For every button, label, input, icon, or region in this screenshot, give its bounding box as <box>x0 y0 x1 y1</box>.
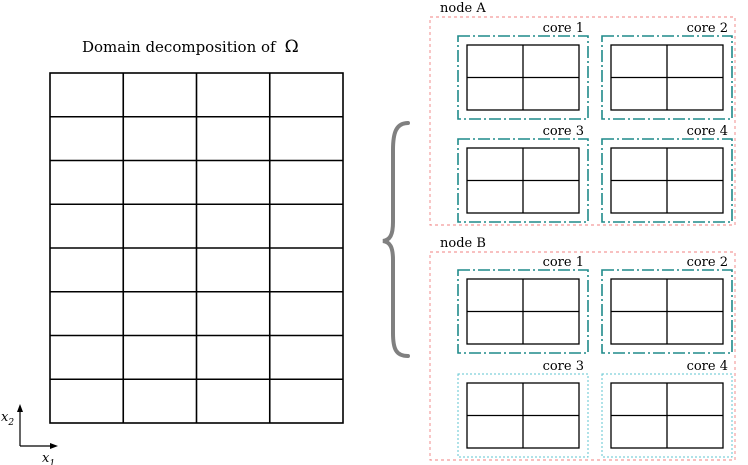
node-a: node A core 1 core 2 core 3 core 4 <box>429 1 736 226</box>
domain-grid <box>49 72 344 424</box>
omega-symbol: Ω <box>285 37 299 57</box>
node-boundary <box>429 251 736 461</box>
core-2: core 2 <box>601 21 733 120</box>
core-4: core 4 <box>601 124 733 223</box>
x1-axis-label: x1 <box>42 451 55 465</box>
core-boundary <box>601 35 733 120</box>
core-boundary <box>601 373 733 458</box>
node-boundary <box>429 16 736 226</box>
core-boundary <box>457 269 589 354</box>
core-4: core 4 <box>601 359 733 458</box>
core-label: core 3 <box>543 359 584 374</box>
core-label: core 1 <box>543 255 584 270</box>
core-label: core 2 <box>687 21 728 36</box>
core-boundary <box>457 138 589 223</box>
core-label: core 1 <box>543 21 584 36</box>
core-boundary <box>601 138 733 223</box>
core-1: core 1 <box>457 255 589 354</box>
core-boundary <box>457 35 589 120</box>
axes-indicator: x2 x1 <box>1 404 58 465</box>
curly-brace <box>382 121 410 358</box>
core-1: core 1 <box>457 21 589 120</box>
core-label: core 3 <box>543 124 584 139</box>
core-3: core 3 <box>457 124 589 223</box>
node-label: node B <box>440 236 486 251</box>
core-boundary <box>457 373 589 458</box>
node-label: node A <box>440 1 486 16</box>
x1-arrowhead-icon <box>50 443 58 449</box>
nodes-panel: node A core 1 core 2 core 3 core 4 node B core… <box>429 1 736 461</box>
core-label: core 2 <box>687 255 728 270</box>
core-2: core 2 <box>601 255 733 354</box>
node-b: node B core 1 core 2 core 3 core 4 <box>429 236 736 461</box>
core-3: core 3 <box>457 359 589 458</box>
core-label: core 4 <box>687 124 728 139</box>
core-label: core 4 <box>687 359 728 374</box>
x2-axis-label: x2 <box>1 410 14 428</box>
core-boundary <box>601 269 733 354</box>
x2-arrowhead-icon <box>17 404 23 412</box>
